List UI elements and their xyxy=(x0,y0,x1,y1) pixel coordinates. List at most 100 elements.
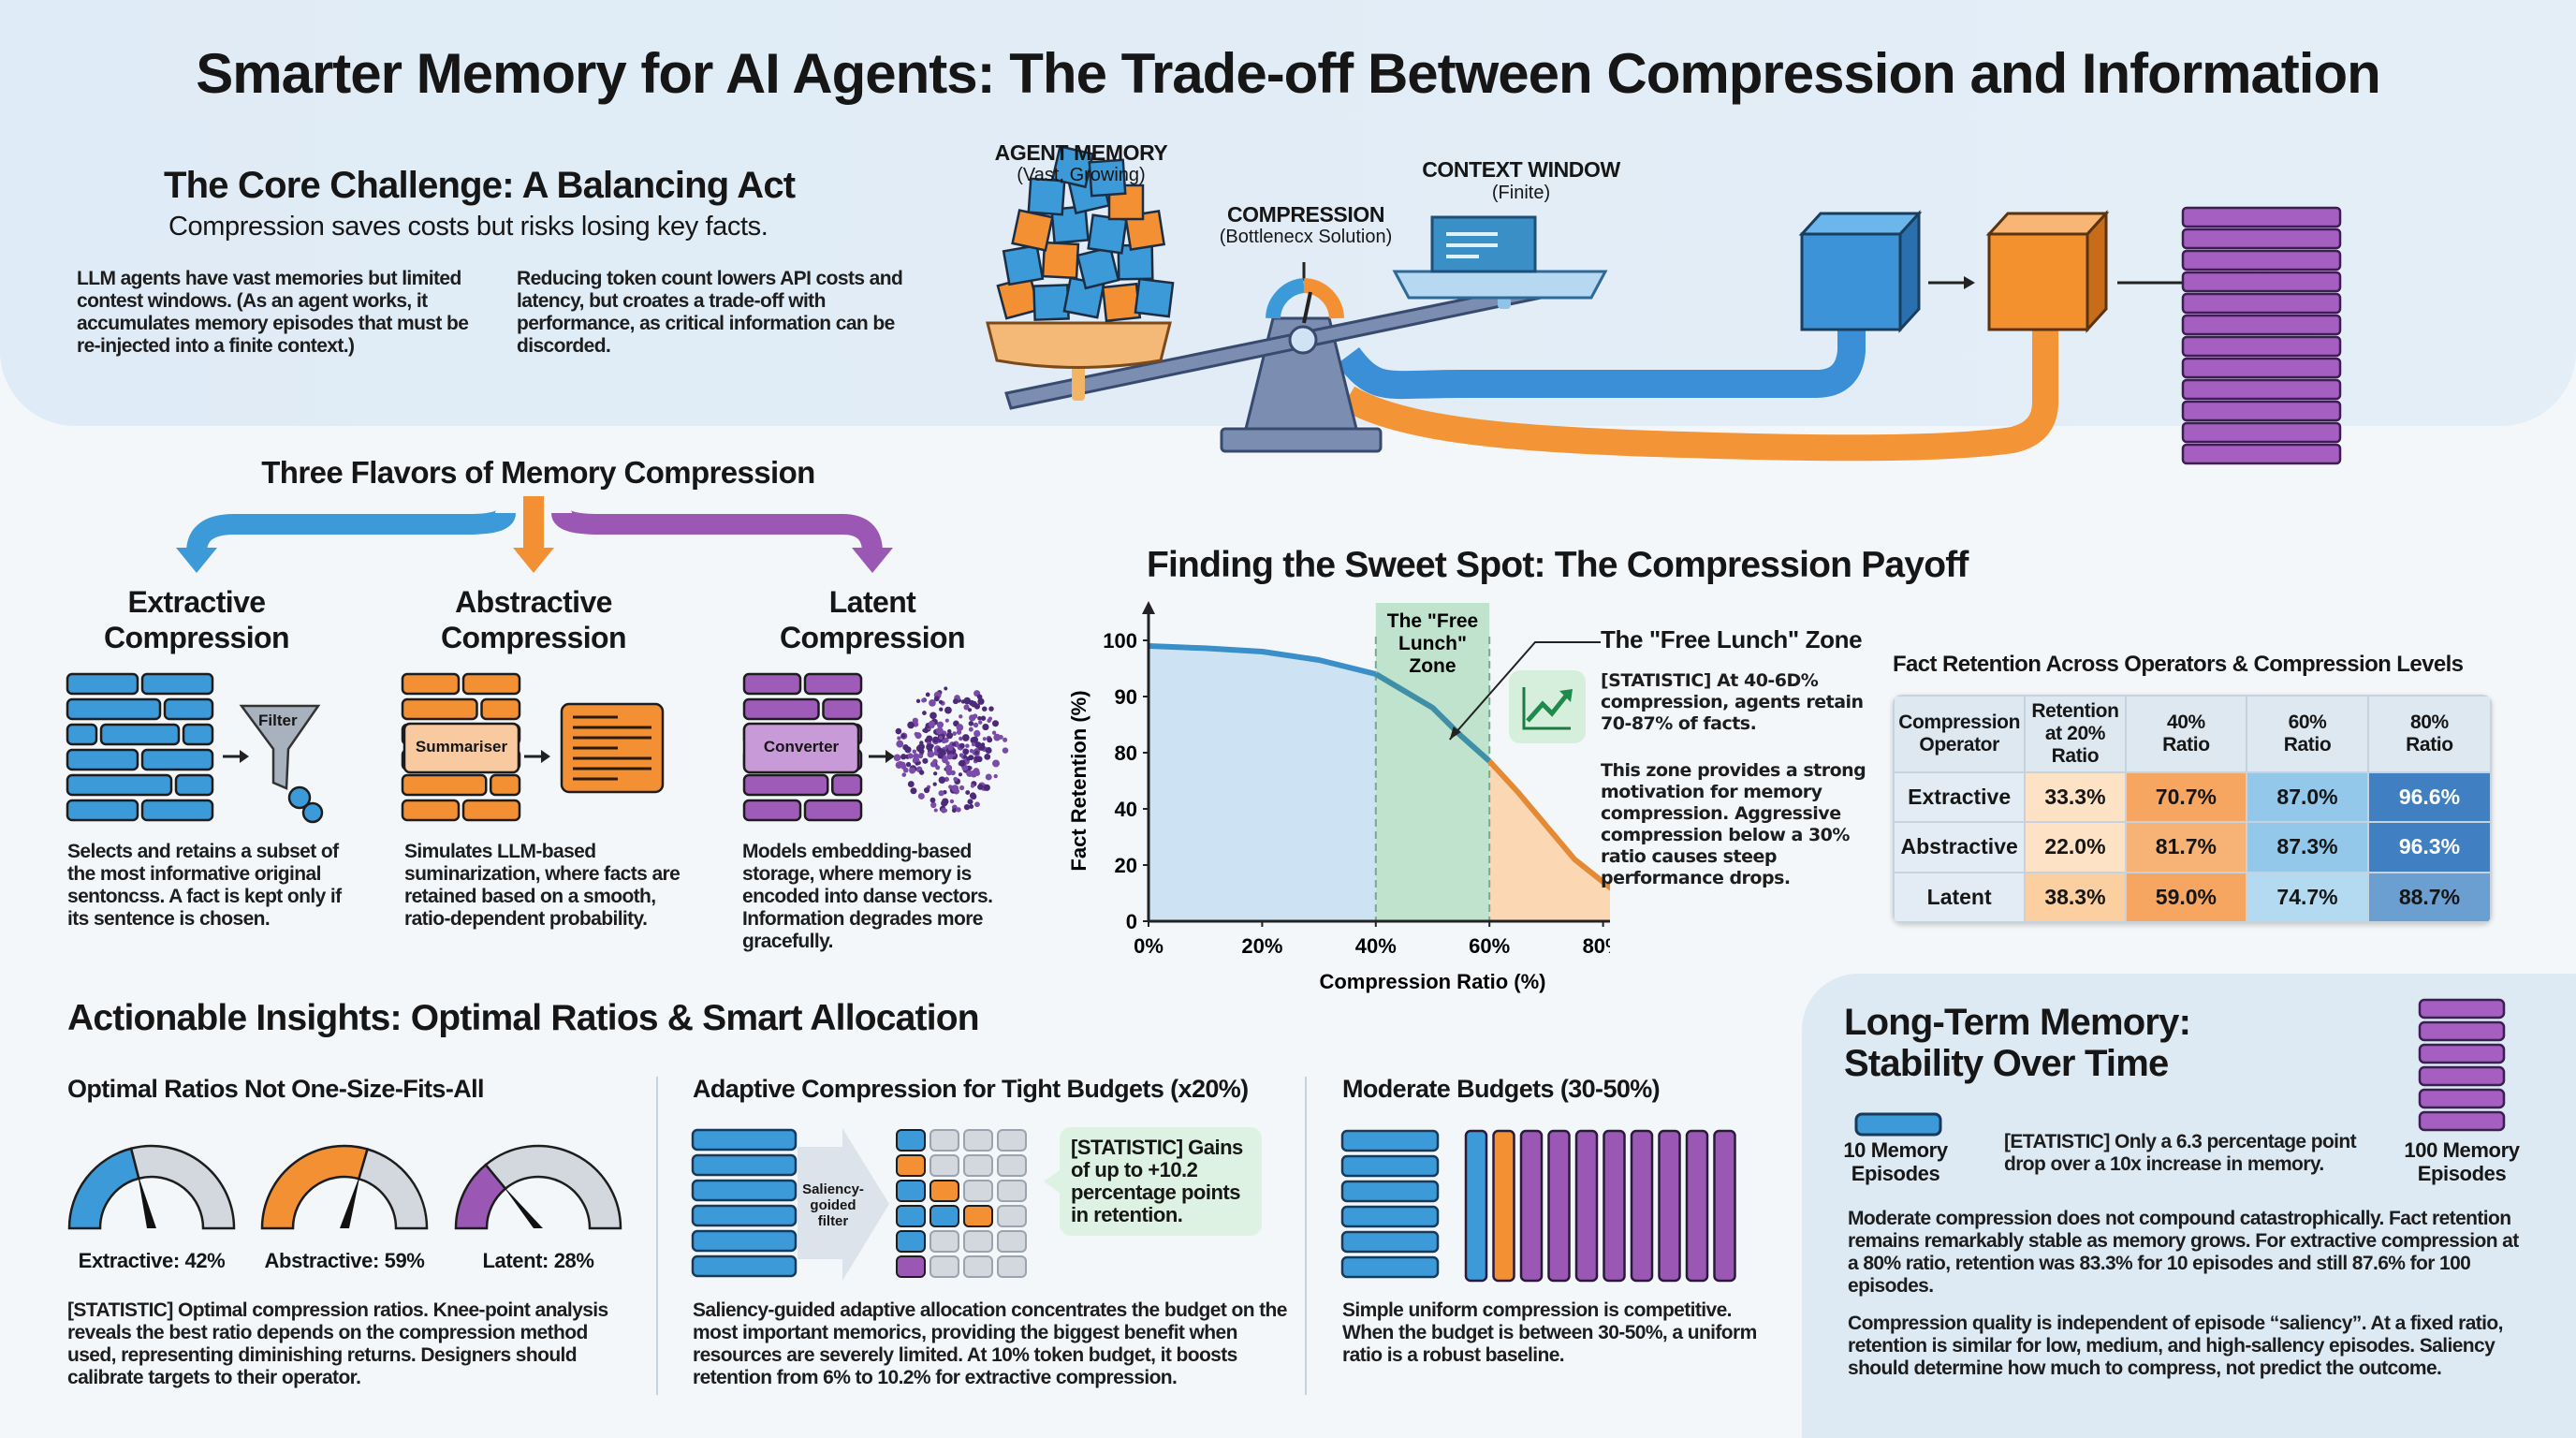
vector-dot xyxy=(969,714,976,722)
memory-brick xyxy=(140,799,214,822)
memory-slab xyxy=(2181,271,2342,293)
cube xyxy=(1088,158,1127,198)
adaptive-heading: Adaptive Compression for Tight Budgets (… xyxy=(693,1075,1249,1103)
vector-dot xyxy=(944,686,948,691)
vector-dot xyxy=(907,781,915,788)
vector-dot xyxy=(967,708,973,712)
vector-dot xyxy=(961,734,970,741)
vector-dot xyxy=(917,792,925,800)
allocation-cell xyxy=(896,1255,926,1278)
vector-dot xyxy=(985,773,992,781)
allocation-cell xyxy=(896,1154,926,1177)
gauge-label-latent: Latent: 28% xyxy=(482,1249,594,1272)
vector-dot xyxy=(941,751,946,756)
orange-cube-icon xyxy=(1985,210,2110,333)
value-cell: 96.6% xyxy=(2366,770,2492,824)
memory-slab xyxy=(2181,292,2342,315)
long-term-statistic: [ETATISTIC] Only a 6.3 percentage point … xyxy=(2004,1131,2357,1175)
cube xyxy=(1087,213,1128,255)
compression-label: COMPRESSION xyxy=(1226,202,1385,227)
gauge-track xyxy=(357,1147,429,1230)
allocation-cell xyxy=(963,1180,993,1202)
cube xyxy=(1101,282,1142,323)
vector-dot xyxy=(978,720,983,725)
cube xyxy=(1027,177,1066,216)
vector-dot xyxy=(973,729,981,738)
retention-curve-chart: 1009080402000%20%40%60%80%100%Compressio… xyxy=(1067,601,1610,993)
single-memory-bar-icon xyxy=(1854,1112,1942,1137)
gauge-needle xyxy=(502,1183,543,1228)
vector-dot xyxy=(952,698,959,705)
memory-stack-icon xyxy=(2418,998,2506,1132)
vector-dot xyxy=(938,790,944,797)
column-header: Retention at 20% Ratio xyxy=(2024,695,2127,773)
flavor-desc-extractive: Selects and retains a subset of the most… xyxy=(67,841,342,930)
value-cell: 70.7% xyxy=(2124,770,2248,824)
arrow-head xyxy=(541,750,550,763)
memory-brick xyxy=(822,697,863,721)
summariser-box xyxy=(402,722,520,774)
top-band xyxy=(0,0,2576,426)
drop-icon xyxy=(301,801,324,824)
vector-dot xyxy=(959,714,963,719)
retention-area-high xyxy=(1149,646,1376,921)
filter-label: Filter xyxy=(258,712,298,729)
moderate-heading: Moderate Budgets (30-50%) xyxy=(1342,1075,1661,1103)
vector-dot xyxy=(982,723,989,731)
vector-dot xyxy=(945,732,954,740)
arrow-head xyxy=(886,750,895,763)
memory-bar xyxy=(691,1179,798,1202)
vector-dot xyxy=(959,742,965,749)
vector-dot xyxy=(915,761,919,766)
vector-dot xyxy=(917,753,924,759)
memory-bar xyxy=(691,1153,798,1177)
value-cell: 74.7% xyxy=(2246,871,2369,923)
zone-label: Zone xyxy=(1409,655,1456,677)
column-header: Compression Operator xyxy=(1893,695,2027,773)
vector-dot xyxy=(944,706,952,714)
memory-slab xyxy=(2181,206,2342,228)
memory-brick xyxy=(401,672,461,696)
vector-dot xyxy=(949,799,955,804)
long-term-heading: Long-Term Memory:Stability Over Time xyxy=(1844,1002,2191,1084)
memory-slab xyxy=(2181,421,2342,444)
y-axis-label: Fact Retention (%) xyxy=(1067,690,1090,871)
vector-dot xyxy=(918,770,925,775)
memory-brick xyxy=(66,748,139,771)
vector-dot xyxy=(958,772,963,777)
vector-dot xyxy=(939,707,944,712)
insights-heading: Actionable Insights: Optimal Ratios & Sm… xyxy=(67,998,980,1038)
vector-dot xyxy=(921,697,927,703)
memory-brick xyxy=(401,697,478,721)
vector-dot xyxy=(959,753,964,758)
vector-dot xyxy=(965,790,971,795)
vector-dot xyxy=(918,748,925,755)
drop-icon xyxy=(287,785,312,810)
cube xyxy=(1076,245,1120,290)
allocation-cell xyxy=(963,1255,993,1278)
vector-dot xyxy=(917,743,925,751)
uniform-bar xyxy=(1574,1129,1599,1283)
table-header-row: Compression Operator Retention at 20% Ra… xyxy=(1893,695,2492,773)
column-header: 40% Ratio xyxy=(2124,695,2248,773)
gauge-track xyxy=(129,1144,236,1230)
vector-dot xyxy=(922,757,929,764)
memory-brick xyxy=(742,799,802,822)
memory-bar xyxy=(691,1255,798,1278)
vector-dot xyxy=(922,728,927,733)
memory-bar xyxy=(1340,1129,1440,1152)
converter-box xyxy=(742,722,860,774)
vector-dot xyxy=(937,747,943,754)
memory-bar xyxy=(691,1229,798,1253)
saliency-filter-label: Saliency-goided filter xyxy=(802,1181,864,1229)
vector-dot xyxy=(897,736,901,741)
memory-bar xyxy=(1340,1205,1440,1228)
vector-dot xyxy=(913,753,919,760)
uniform-bar xyxy=(1685,1129,1709,1283)
optimal-ratios-text: [STATISTIC] Optimal compression ratios. … xyxy=(67,1299,608,1388)
flavor-desc-abstractive: Simulates LLM-based suminarization, wher… xyxy=(404,841,681,930)
cube xyxy=(1011,209,1054,252)
